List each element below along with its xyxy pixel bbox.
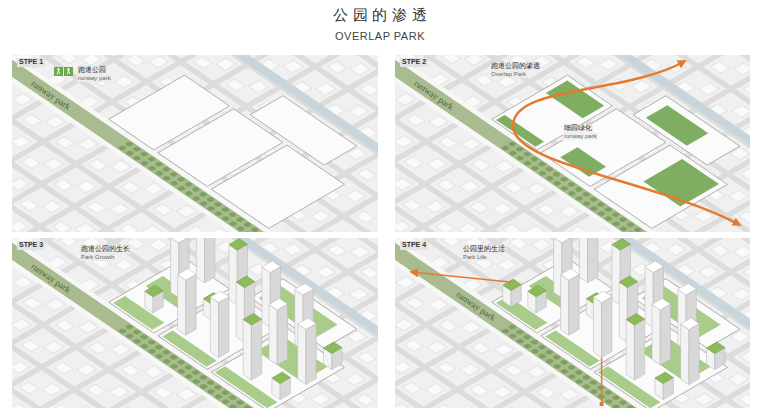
diagram-subtitle: OVERLAP PARK	[335, 30, 425, 44]
panel-subheading: runway park	[77, 75, 112, 83]
step-panel: STPE 2 跑道公园的渗透Overlap Park	[395, 55, 750, 232]
step-panel: STPE 4 公园里的生活Park Life	[395, 238, 750, 408]
diagram-title: 公 园 的 渗 透	[333, 6, 427, 25]
step-panel: STPE 1 跑道公园runway park	[12, 55, 378, 232]
panel-subheading: Park Growth	[80, 254, 115, 262]
panel-subheading: Overlap Park	[490, 71, 527, 79]
step-label: STPE 2	[400, 58, 428, 67]
panel-heading: 跑道公园的渗透	[490, 62, 541, 71]
area-label: 细园绿化	[563, 124, 593, 133]
step-label: STPE 1	[17, 58, 45, 67]
panel-heading: 跑道公园	[77, 66, 107, 75]
panel-subheading: Park Life	[462, 254, 488, 262]
area-sublabel: runway park	[563, 133, 598, 141]
step-panel: STPE 3 跑道公园的生长Park Growth	[12, 238, 378, 408]
panel-heading: 跑道公园的生长	[80, 245, 131, 254]
step-label: STPE 3	[17, 241, 45, 250]
step-label: STPE 4	[400, 241, 428, 250]
panel-heading: 公园里的生活	[462, 245, 506, 254]
